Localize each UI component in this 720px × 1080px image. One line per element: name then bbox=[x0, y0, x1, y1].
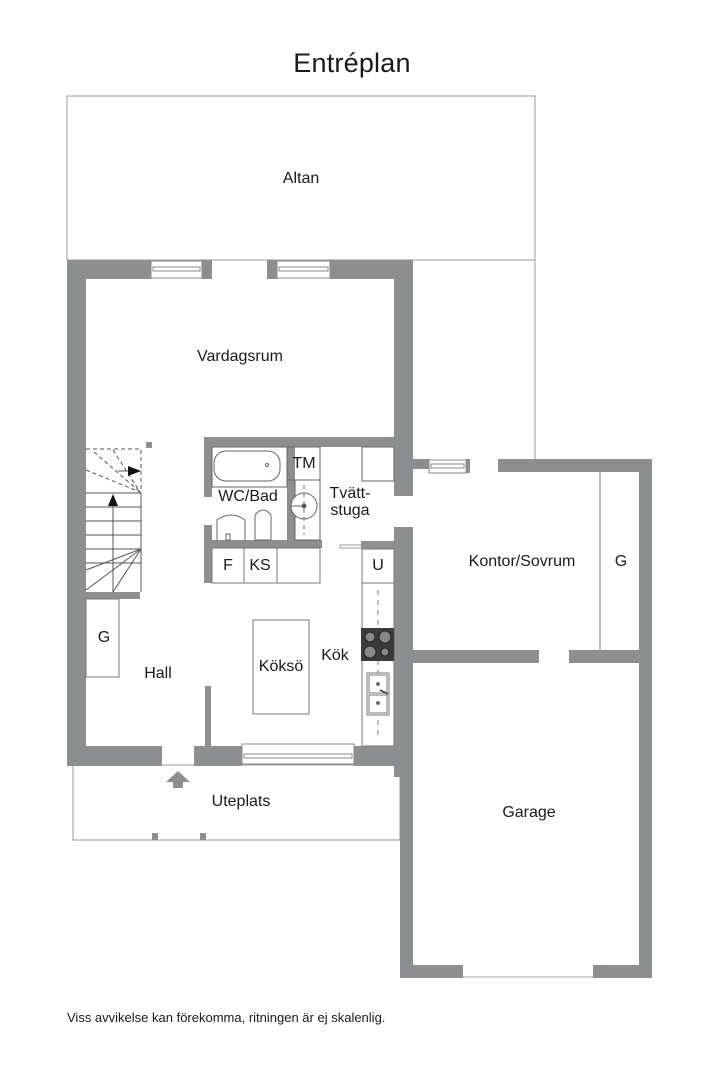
room-label-wc-bad: WC/Bad bbox=[218, 488, 278, 505]
cabinets bbox=[211, 547, 321, 584]
room-label-g-left: G bbox=[97, 629, 111, 646]
room-label-koksö: Köksö bbox=[258, 658, 304, 675]
sink bbox=[366, 672, 390, 716]
room-label-hall: Hall bbox=[144, 665, 172, 682]
bathroom-fixtures bbox=[211, 446, 395, 541]
hall-closet bbox=[85, 598, 120, 678]
disclaimer-note: Viss avvikelse kan förekomma, ritningen … bbox=[67, 1010, 386, 1025]
stair bbox=[85, 442, 152, 593]
room-label-altan: Altan bbox=[282, 170, 320, 187]
room-label-kok: Kök bbox=[321, 647, 349, 664]
room-label-vardagsrum: Vardagsrum bbox=[197, 348, 283, 365]
room-label-u: U bbox=[372, 557, 384, 574]
room-label-g-right: G bbox=[614, 553, 628, 570]
room-label-f: F bbox=[223, 557, 233, 574]
room-label-uteplats: Uteplats bbox=[211, 793, 271, 810]
room-label-garage: Garage bbox=[502, 804, 556, 821]
entry-arrow-icon bbox=[166, 771, 190, 788]
room-label-tvattstuga: Tvätt- stuga bbox=[329, 485, 371, 519]
kitchen-island bbox=[252, 619, 310, 715]
walls bbox=[67, 260, 652, 978]
room-label-tm: TM bbox=[292, 455, 316, 472]
windows bbox=[150, 260, 467, 765]
stove bbox=[361, 628, 394, 661]
page-title: Entréplan bbox=[293, 48, 411, 78]
room-label-kontor-sovrum: Kontor/Sovrum bbox=[468, 553, 576, 570]
room-label-ks: KS bbox=[249, 557, 271, 574]
